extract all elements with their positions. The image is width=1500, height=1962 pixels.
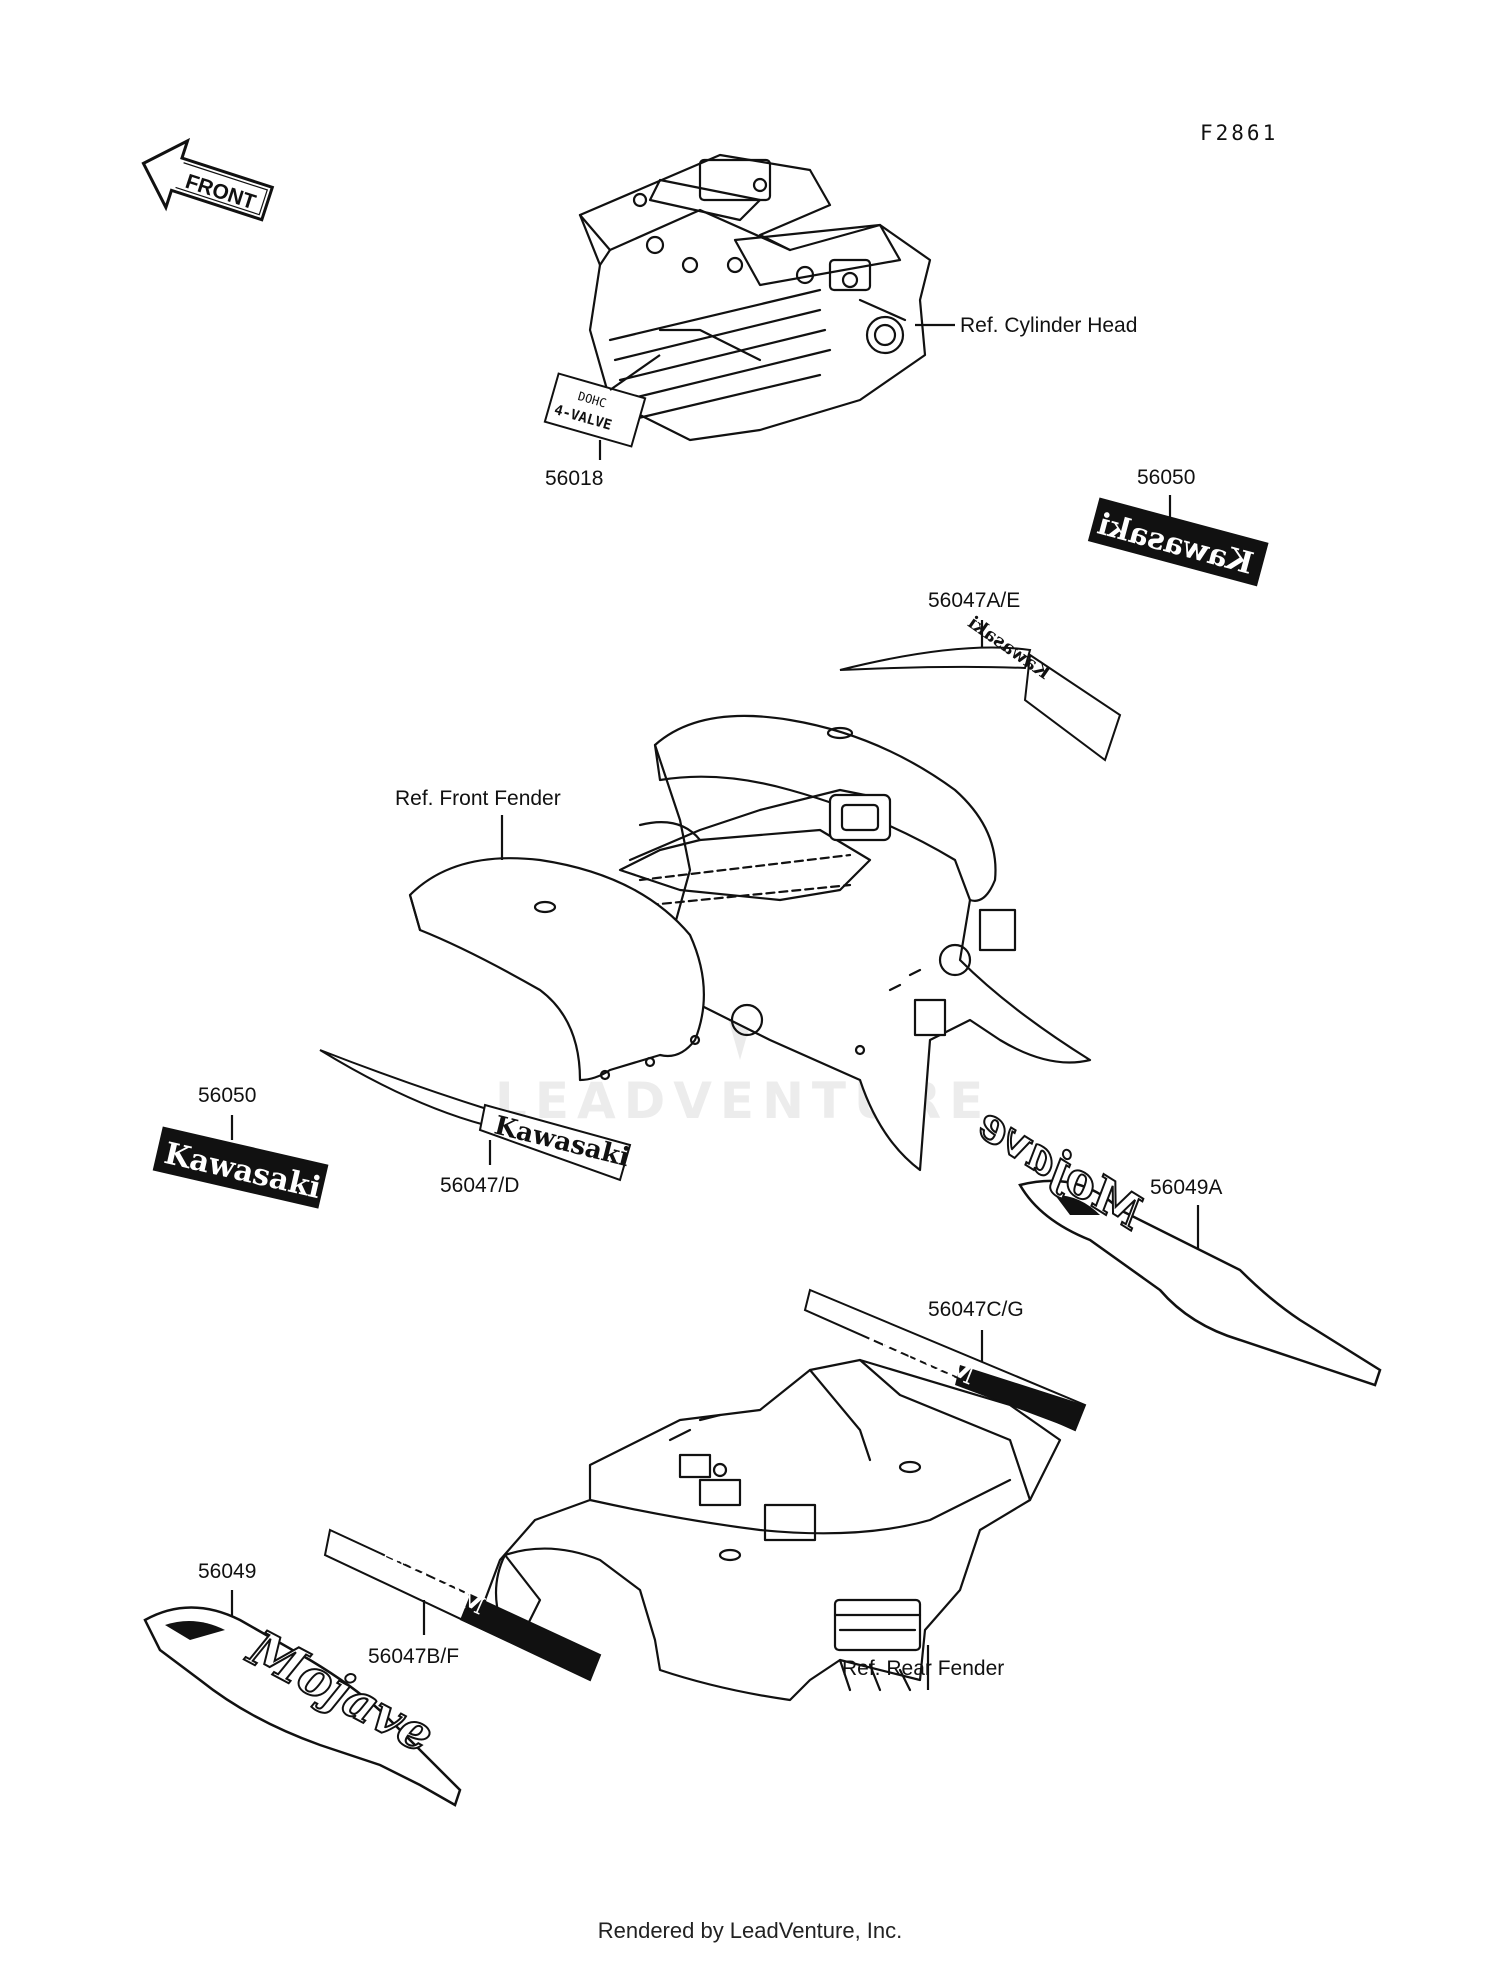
part-56049a[interactable]: 56049A xyxy=(1150,1176,1222,1199)
part-56047ae[interactable]: 56047A/E xyxy=(928,589,1020,612)
figure-code: F2861 xyxy=(1200,121,1278,145)
dohc-4-valve-emblem: DOHC 4-VALVE xyxy=(543,372,647,448)
part-56049[interactable]: 56049 xyxy=(198,1560,256,1583)
kawasaki-decal-left: Kawasaki xyxy=(152,1126,329,1209)
mojave-decal-56049a: Mojave xyxy=(967,1095,1382,1387)
ref-front-fender[interactable]: Ref. Front Fender xyxy=(395,787,561,810)
stripe-decal-56047ae: Kawasaki xyxy=(839,612,1122,762)
part-56018[interactable]: 56018 xyxy=(545,467,603,490)
front-arrow-icon: FRONT xyxy=(141,137,275,222)
kawasaki-decal-right: Kawasaki xyxy=(1087,497,1269,587)
part-56047bf[interactable]: 56047B/F xyxy=(368,1645,459,1668)
part-56050-right[interactable]: 56050 xyxy=(1137,466,1195,489)
rear-fender-illustration xyxy=(483,1358,1062,1702)
front-fender-illustration xyxy=(408,714,1092,1172)
ref-cylinder-head[interactable]: Ref. Cylinder Head xyxy=(960,314,1137,337)
part-56047d[interactable]: 56047/D xyxy=(440,1174,519,1197)
ref-rear-fender[interactable]: Ref. Rear Fender xyxy=(842,1657,1004,1680)
cylinder-head-illustration xyxy=(578,153,932,442)
part-56047cg[interactable]: 56047C/G xyxy=(928,1298,1024,1321)
part-56050-left[interactable]: 56050 xyxy=(198,1084,256,1107)
footer-credit: Rendered by LeadVenture, Inc. xyxy=(597,1918,903,1943)
stripe-decal-56047bf: MOJAVE xyxy=(323,1528,602,1682)
mojave-decal-56049: Mojave xyxy=(143,1606,462,1807)
